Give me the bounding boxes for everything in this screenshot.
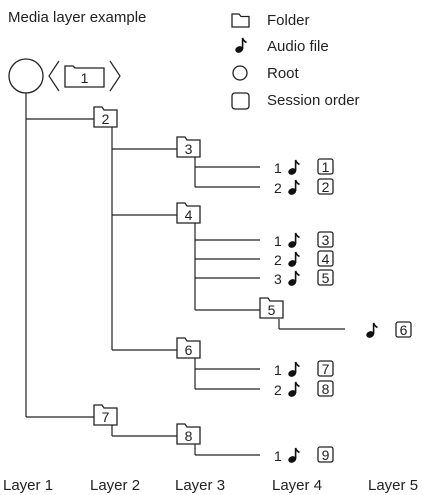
track-number: 1 xyxy=(274,160,282,176)
tree-lines xyxy=(25,93,345,456)
track-number: 3 xyxy=(274,271,282,287)
folder-label: 6 xyxy=(185,342,193,358)
legend: Folder Audio file Root Session order xyxy=(231,12,360,110)
audio-note-icon xyxy=(288,232,300,248)
session-number: 2 xyxy=(322,179,330,195)
track-number: 1 xyxy=(274,362,282,378)
folder-4: 4 xyxy=(176,202,201,224)
folder-icon xyxy=(176,202,201,224)
layer-label-2: Layer 2 xyxy=(90,477,140,494)
legend-folder-label: Folder xyxy=(267,12,310,29)
folder-8: 8 xyxy=(176,423,201,445)
legend-audio-item: Audio file xyxy=(235,37,329,55)
root-session-number: 1 xyxy=(81,70,89,86)
session-number: 5 xyxy=(322,270,330,286)
root-circle xyxy=(8,58,44,94)
audio-note-icon xyxy=(288,447,300,463)
session-number: 6 xyxy=(400,322,408,338)
legend-root-item: Root xyxy=(232,65,300,82)
legend-folder-item: Folder xyxy=(231,12,310,29)
folder-icon xyxy=(176,136,201,158)
audio-note-icon xyxy=(235,37,247,53)
audio-note-icon xyxy=(366,322,378,338)
session-order-icon xyxy=(317,269,334,286)
session-order-icon xyxy=(317,380,334,397)
folder-label: 8 xyxy=(185,428,193,444)
session-order-icon xyxy=(317,231,334,248)
folder-icon xyxy=(231,13,250,28)
folder-label: 3 xyxy=(185,141,193,157)
session-order-icon xyxy=(317,158,334,175)
folder-5: 5 xyxy=(259,297,284,319)
layer-labels: Layer 1 Layer 2 Layer 3 Layer 4 Layer 5 xyxy=(3,477,418,494)
session-number: 9 xyxy=(322,447,330,463)
folder-7: 7 xyxy=(93,404,118,426)
track-number: 1 xyxy=(274,233,282,249)
track-number: 2 xyxy=(274,252,282,268)
layer-label-4: Layer 4 xyxy=(272,477,322,494)
session-order-icon xyxy=(317,250,334,267)
folder-6: 6 xyxy=(176,337,201,359)
session-order-icon xyxy=(231,92,250,110)
audio-file: 6 xyxy=(366,321,412,338)
session-order-icon xyxy=(317,178,334,195)
track-number: 2 xyxy=(274,382,282,398)
legend-root-label: Root xyxy=(267,65,300,82)
legend-audio-label: Audio file xyxy=(267,38,329,55)
audio-note-icon xyxy=(288,251,300,267)
legend-session-label: Session order xyxy=(267,92,360,109)
folder-label: 5 xyxy=(268,302,276,318)
session-number: 4 xyxy=(322,251,330,267)
session-number: 8 xyxy=(322,381,330,397)
audio-note-icon xyxy=(288,179,300,195)
session-number: 3 xyxy=(322,232,330,248)
audio-note-icon xyxy=(288,361,300,377)
audio-note-icon xyxy=(288,159,300,175)
folder-label: 4 xyxy=(185,207,193,223)
layer-label-3: Layer 3 xyxy=(175,477,225,494)
folder-icon xyxy=(64,65,105,88)
session-order-icon xyxy=(317,360,334,377)
folder-icon xyxy=(93,404,118,426)
track-number: 2 xyxy=(274,180,282,196)
session-number: 1 xyxy=(322,159,330,175)
folder-icon xyxy=(259,297,284,319)
root-icon xyxy=(232,65,248,81)
session-order-icon xyxy=(317,446,334,463)
audio-note-icon xyxy=(288,381,300,397)
folder-3: 3 xyxy=(176,136,201,158)
track-number: 1 xyxy=(274,448,282,464)
layer-label-1: Layer 1 xyxy=(3,477,53,494)
folder-icon xyxy=(176,337,201,359)
folder-icon xyxy=(93,106,118,128)
root-session-indicator: 1 xyxy=(48,60,121,92)
folder-label: 2 xyxy=(102,111,110,127)
legend-session-item: Session order xyxy=(231,92,360,110)
folder-2: 2 xyxy=(93,106,118,128)
session-number: 7 xyxy=(322,361,330,377)
layer-label-5: Layer 5 xyxy=(368,477,418,494)
folder-label: 7 xyxy=(102,409,110,425)
folders: 2 3 4 5 6 7 8 xyxy=(93,106,284,445)
folder-icon xyxy=(176,423,201,445)
session-order-icon xyxy=(395,321,412,338)
diagram-title: Media layer example xyxy=(8,9,146,26)
audio-note-icon xyxy=(288,270,300,286)
